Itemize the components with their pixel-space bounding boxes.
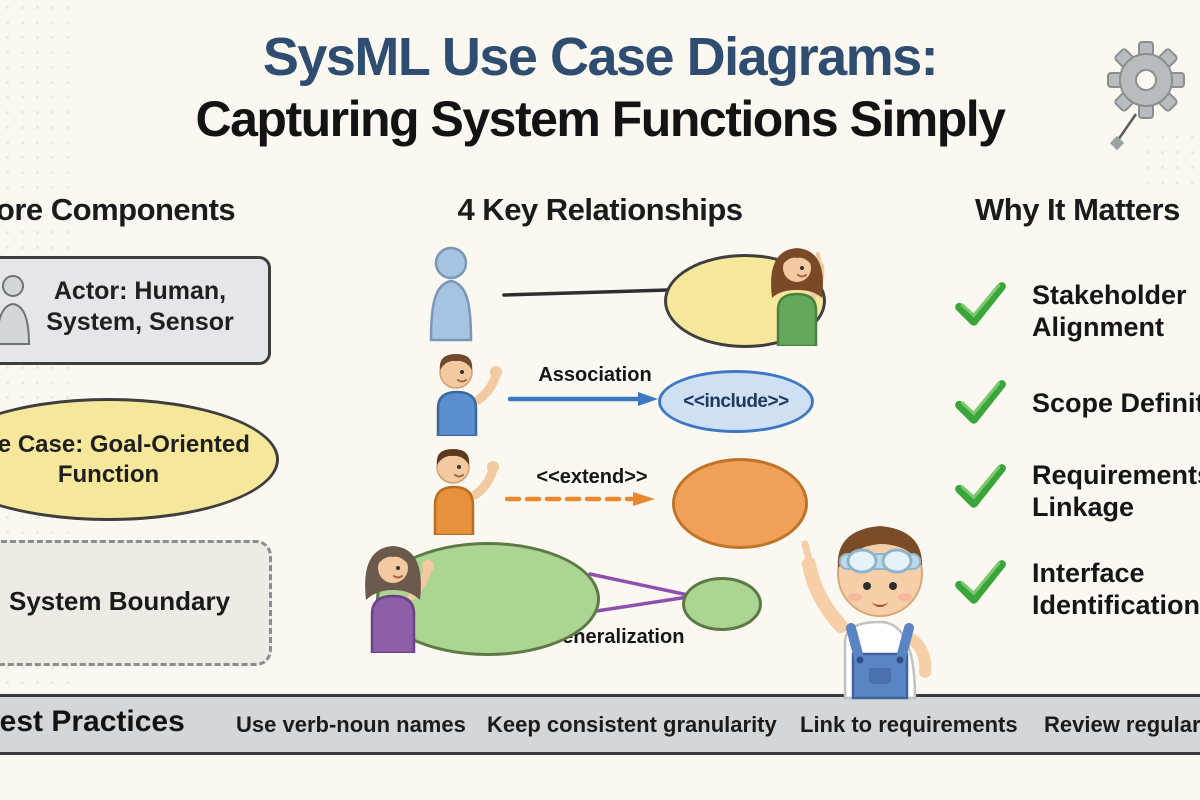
benefit-scope-definition: Scope Definition	[1032, 388, 1200, 418]
actor-component-card: Actor: Human, System, Sensor	[0, 256, 271, 365]
benefit-requirements-linkage: Requirements Linkage	[1032, 460, 1200, 522]
checkmark-icon	[952, 376, 1008, 435]
association-arrow	[508, 392, 658, 406]
woman-purple-illustration	[350, 538, 440, 658]
use-case-label: Use Case: Goal-Oriented Function	[0, 430, 250, 488]
dot-texture	[1140, 130, 1200, 190]
extend-use-case-oval	[672, 458, 808, 549]
practice-verb-noun-names: Use verb-noun names	[236, 712, 466, 737]
benefit-stakeholder-alignment: Stakeholder Alignment	[1032, 280, 1187, 342]
best-practices-bar: Best Practices Use verb-noun names Keep …	[0, 694, 1200, 755]
actor-label: Actor: Human, System, Sensor	[46, 277, 234, 337]
practice-consistent-granularity: Keep consistent granularity	[487, 712, 777, 737]
system-boundary-box: System Boundary	[0, 540, 272, 666]
benefit-interface-identification: Interface Identification	[1032, 558, 1200, 620]
actor-icon	[0, 274, 32, 351]
boy-illustration	[785, 510, 945, 705]
extend-arrow	[505, 492, 655, 506]
include-stereotype-label: <<include>>	[683, 390, 789, 412]
generalization-label: Generalization	[546, 626, 685, 648]
checkmark-icon	[952, 278, 1008, 337]
checkmark-icon	[952, 460, 1008, 519]
association-label: Association	[538, 364, 652, 386]
include-use-case-oval: <<include>>	[658, 370, 814, 433]
generalization-lines	[588, 572, 690, 614]
gear-icon	[1106, 40, 1186, 157]
page-subtitle: Capturing System Functions Simply	[195, 91, 1006, 147]
system-boundary-label: System Boundary	[9, 586, 231, 616]
page-title: SysML Use Case Diagrams:	[262, 27, 939, 87]
best-practices-heading: Best Practices	[0, 705, 185, 738]
actor-silhouette-icon	[426, 246, 476, 347]
why-it-matters-heading: Why It Matters	[975, 192, 1180, 227]
core-components-heading: Core Components	[0, 192, 236, 227]
association-line	[502, 288, 670, 297]
practice-review-regularly: Review regularly	[1044, 712, 1200, 737]
practice-link-requirements: Link to requirements	[800, 712, 1018, 737]
person-blue-illustration	[416, 350, 504, 441]
extend-stereotype-label: <<extend>>	[536, 466, 648, 488]
use-case-ellipse: Use Case: Goal-Oriented Function	[0, 398, 279, 521]
generalization-child-oval	[682, 577, 762, 631]
checkmark-icon	[952, 556, 1008, 615]
person-orange-illustration	[413, 443, 501, 540]
key-relationships-heading: 4 Key Relationships	[457, 192, 743, 227]
woman-illustration	[758, 242, 836, 351]
